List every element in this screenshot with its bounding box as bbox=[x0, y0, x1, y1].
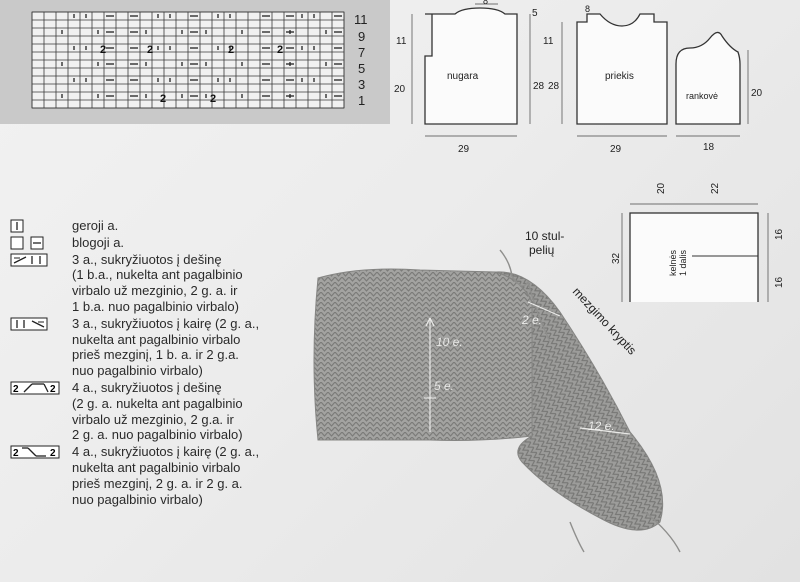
dim-back-width: 29 bbox=[458, 144, 470, 155]
dim-front-side-upper: 11 bbox=[543, 36, 554, 47]
dim-front-neck: 8 bbox=[585, 4, 590, 14]
pants-outline bbox=[629, 212, 759, 302]
knitted-piece-photo: 10 e. 5 e. 2 e. 12 e. 10 stul- pelių mez… bbox=[313, 229, 681, 553]
front-outline bbox=[576, 13, 668, 125]
garment-schematics: nugara 8 11 20 29 5 28 priekis 8 11 28 2… bbox=[394, 0, 763, 155]
photo-mark-10e: 10 e. bbox=[436, 335, 463, 349]
chart-row-3: 3 bbox=[358, 77, 365, 92]
sleeve-label: rankovė bbox=[686, 91, 718, 101]
dim-pants-left: 32 bbox=[611, 252, 622, 264]
photo-mark-5e: 5 e. bbox=[434, 379, 454, 393]
cross4-mark: 2 bbox=[13, 384, 19, 395]
photo-stitches-annotation: 10 stul- pelių bbox=[525, 229, 568, 257]
legend-item-knit: geroji a. bbox=[10, 218, 310, 234]
sleeve-outline bbox=[675, 31, 741, 125]
legend-item-cross3-left: 3 a., sukryžiuotos į kairę (2 g. a., nuk… bbox=[10, 316, 310, 379]
legend-text: geroji a. bbox=[72, 218, 119, 233]
cross3-left-symbol-icon bbox=[10, 317, 64, 332]
cross4-mark: 2 bbox=[13, 448, 19, 459]
pants-schematic: 20 22 32 16 16 kelnės 1 dalis bbox=[611, 182, 785, 302]
chart-cross-mark: 2 bbox=[228, 44, 234, 56]
legend-text: blogoji a. bbox=[72, 234, 125, 250]
photo-stitches-line: pelių bbox=[529, 243, 555, 257]
chart-cross-mark: 2 bbox=[210, 93, 216, 105]
photo-mark-2e: 2 e. bbox=[521, 313, 542, 327]
photo-mark-12e: 12 e. bbox=[588, 419, 615, 433]
chart-row-11: 11 bbox=[354, 12, 368, 27]
chart-row-5: 5 bbox=[358, 61, 365, 76]
legend-item-purl: blogoji a. bbox=[10, 235, 310, 251]
dim-back-side-lower: 20 bbox=[394, 84, 406, 95]
chart-row-9: 9 bbox=[358, 29, 365, 44]
cross3-right-symbol-icon bbox=[10, 253, 64, 268]
dim-pants-top-right: 22 bbox=[710, 182, 721, 194]
dim-pants-top-left: 20 bbox=[656, 182, 667, 194]
dim-back-right-total: 28 bbox=[533, 81, 545, 92]
knitted-piece-body bbox=[313, 268, 533, 441]
chart-cross-mark: 2 bbox=[277, 44, 283, 56]
stitch-legend: geroji a. blogoji a. 3 a., sukryžiuotos … bbox=[10, 218, 310, 507]
dim-sleeve-width: 18 bbox=[703, 142, 715, 153]
legend-text: 3 a., sukryžiuotos į dešinę (1 b.a., nuk… bbox=[72, 251, 243, 314]
pants-label: kelnės 1 dalis bbox=[668, 247, 688, 276]
dim-shoulder-drop: 5 bbox=[532, 8, 538, 19]
cross4-mark: 2 bbox=[50, 448, 56, 459]
pants-label-line: kelnės bbox=[668, 249, 678, 276]
chart-row-1: 1 bbox=[358, 93, 365, 108]
dim-front-left-total: 28 bbox=[548, 81, 560, 92]
chart-cross-mark: 2 bbox=[147, 44, 153, 56]
chart-cross-mark: 2 bbox=[100, 44, 106, 56]
dim-pants-right-lower: 16 bbox=[774, 276, 785, 288]
front-label: priekis bbox=[605, 71, 634, 82]
knitted-piece-leg bbox=[495, 271, 664, 531]
dim-sleeve-height: 20 bbox=[751, 88, 763, 99]
back-label: nugara bbox=[447, 71, 479, 82]
legend-text: 4 a., sukryžiuotos į dešinę (2 g. a. nuk… bbox=[72, 379, 243, 443]
purl-symbol-icon bbox=[10, 236, 64, 251]
cross4-mark: 2 bbox=[50, 384, 56, 395]
pants-label-line: 1 dalis bbox=[678, 249, 688, 276]
dim-front-width: 29 bbox=[610, 144, 622, 155]
legend-text: 4 a., sukryžiuotos į kairę (2 g. a., nuk… bbox=[72, 444, 260, 507]
legend-text: 3 a., sukryžiuotos į kairę (2 g. a., nuk… bbox=[72, 315, 260, 379]
back-outline bbox=[424, 7, 518, 125]
dim-back-side-upper: 11 bbox=[396, 36, 407, 47]
chart-row-7: 7 bbox=[358, 45, 365, 60]
knit-symbol-icon bbox=[10, 219, 64, 234]
dim-pants-right-upper: 16 bbox=[774, 228, 785, 240]
dim-back-neck: 8 bbox=[483, 0, 488, 6]
knitting-chart: 11 9 7 5 3 1 2 2 2 2 2 2 bbox=[0, 0, 390, 124]
chart-cross-mark: 2 bbox=[160, 93, 166, 105]
photo-stitches-line: 10 stul- bbox=[525, 229, 564, 243]
legend-item-cross3-right: 3 a., sukryžiuotos į dešinę (1 b.a., nuk… bbox=[10, 252, 310, 315]
